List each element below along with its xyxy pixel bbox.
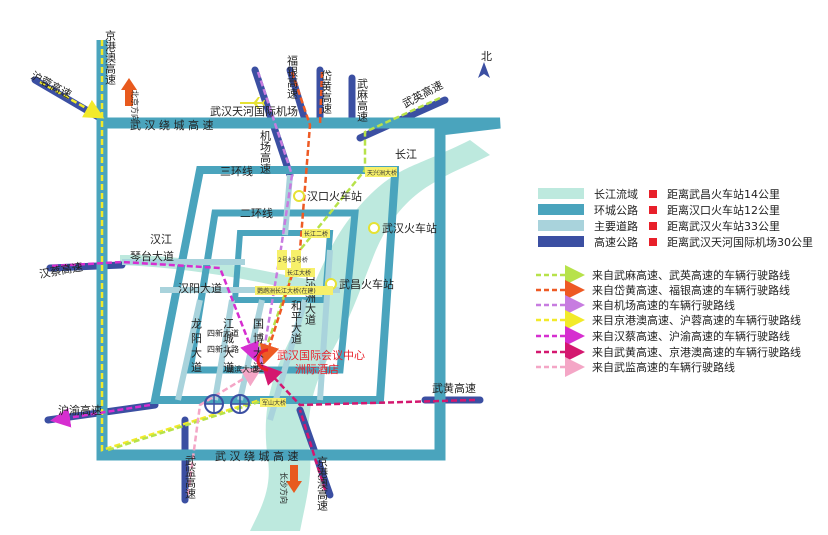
yangtze-river (250, 140, 490, 531)
route-legend-label-6: 来自武监高速的车辆行驶路线 (592, 360, 735, 374)
outer-ring-label-top: 武 汉 绕 城 高 速 (130, 118, 213, 132)
station-label-wuhan: 武汉火车站 (382, 221, 437, 235)
expressway-label-fuyin: 福银高速 (286, 54, 299, 99)
legend-distance-bullet-0 (649, 190, 657, 198)
legend-distance-bullet-1 (649, 206, 657, 214)
bridge-highlight-ring-north (277, 250, 287, 270)
hankou-station-icon (293, 190, 305, 202)
expressway-label-huyu: 沪渝高速 (58, 403, 102, 417)
legend-distance-2: 距离武汉火车站33公里 (667, 219, 780, 233)
road-label-hanyang: 汉阳大道 (178, 281, 222, 295)
legend-distance-1: 距离汉口火车站12公里 (667, 203, 780, 217)
road-label-baishazhou: 白沙洲大道 (304, 269, 317, 325)
route-legend-label-1: 来自岱黄高速、福银高速的车辆行驶路线 (592, 283, 790, 297)
legend-swatch-expressway (538, 236, 584, 247)
bridge-highlight-yingwuzhou (255, 286, 333, 295)
road-label-jiangcheng: 江 城 大 道 (222, 318, 235, 373)
legend-distance-0: 距离武昌火车站14公里 (667, 187, 780, 201)
bridge-highlight-ring-south (291, 250, 301, 270)
north-direction-arrow: 北京方向 (121, 78, 140, 122)
legend-label-ring: 环城公路 (594, 204, 638, 217)
road-label-hubin: 湖滨大道 (226, 364, 258, 374)
route-legend-label-5: 来自武黄高速、京港澳高速的车辆行驶路线 (592, 345, 801, 359)
station-label-airport: 武汉天河国际机场 (210, 104, 298, 118)
third-ring-label: 三环线 (220, 164, 253, 178)
wuhan-station-icon (368, 222, 380, 234)
south-direction-arrow: 长沙方向 (279, 465, 302, 504)
road-label-airport-expressway: 机场高速 (259, 129, 272, 174)
legend-distance-bullet-2 (649, 222, 657, 230)
station-label-wuchang: 武昌火车站 (339, 277, 394, 291)
airplane-icon (240, 97, 265, 109)
north-arrow-label: 北京方向 (130, 90, 140, 122)
legend-distance-3: 距离武汉天河国际机场30公里 (667, 235, 813, 249)
road-label-heping: 和平大道 (290, 300, 303, 344)
legend-distance-bullet-3 (649, 238, 657, 246)
expressway-label-wuma: 武麻高速 (356, 78, 369, 122)
expressway-label-daihuang: 岱黄高速 (320, 69, 333, 114)
bridge-highlight-junshan (260, 398, 286, 407)
route-legend-label-2: 来自机场高速的车辆行驶路线 (592, 298, 735, 312)
road-label-xinjie: 四新大道 (207, 328, 239, 338)
legend: 长江流域 环城公路 主要道路 高速公路 距离武昌火车站14公里 距离汉口火车站1… (536, 187, 813, 377)
road-label-longyang: 龙 阳 大 道 (190, 318, 203, 373)
road-label-changjiang: 长江 (395, 148, 417, 161)
hotel-name-line2: 洲际酒店 (295, 362, 339, 376)
bridge-label-tianxingzhou: 天兴洲大桥 (367, 169, 397, 177)
bridge-highlight-tianxingzhou (365, 167, 397, 177)
bridge-highlight-changjiang-1 (285, 268, 315, 277)
bridge-label-erqi: 长江二桥 (304, 230, 328, 238)
legend-swatch-ring (538, 204, 584, 215)
expressway-label-furong: 沪蓉高速 (29, 68, 74, 101)
route-legend-label-3: 来目京港澳高速、沪蓉高速的车辆行驶路线 (592, 313, 801, 327)
bridge-label-junshan: 军山大桥 (262, 399, 286, 407)
third-ring-road (150, 166, 399, 404)
north-compass (478, 62, 490, 78)
legend-label-river: 长江流域 (594, 187, 638, 201)
expressway-label-jinggangao-north: 京港澳高速 (104, 29, 117, 85)
bridge-label-yingwuzhou: 鹦鹉洲长江大桥(在建) (257, 287, 316, 295)
road-label-guobo: 国 博 大 道 (252, 318, 265, 373)
road-label-qintai: 琴台大道 (130, 249, 174, 263)
interchange-east (230, 394, 250, 414)
legend-swatch-main-road (538, 220, 584, 231)
bridge-label-ring-south: 3号桥 (292, 256, 308, 264)
compass-label: 北 (481, 50, 492, 63)
legend-label-main-road: 主要道路 (594, 219, 638, 233)
legend-label-expressway: 高速公路 (594, 235, 638, 249)
route-legend-label-4: 来自汉蔡高速、沪渝高速的车辆行驶路线 (592, 329, 790, 343)
expressway-label-wuhuang: 武黄高速 (432, 381, 476, 395)
route-legend (536, 265, 585, 377)
outer-ring-label-bottom: 武 汉 绕 城 高 速 (215, 449, 298, 463)
bridge-label-changjiang-1: 长江大桥 (287, 269, 311, 277)
road-label-hanjiang: 汉江 (150, 233, 172, 246)
legend-swatch-river (538, 188, 584, 199)
expressway-label-wujian: 武监高速 (184, 455, 197, 499)
bridge-highlight-erqi (302, 229, 330, 238)
hotel-name-line1: 武汉国际会议中心 (277, 349, 365, 362)
route-legend-label-0: 来自武麻高速、武英高速的车辆行驶路线 (592, 268, 790, 282)
second-ring-label: 二环线 (240, 206, 273, 220)
station-label-hankou: 汉口火车站 (307, 189, 362, 203)
expressway-label-jinggangao-south: 京港澳高速 (316, 455, 329, 511)
expressway-label-hancai: 汉蔡高速 (38, 260, 84, 281)
road-label-sixin: 四新北路 (207, 344, 239, 354)
bridge-label-ring-north: 2号桥 (278, 256, 294, 264)
interchange-west (204, 394, 224, 414)
hotel-marker-icon (256, 348, 269, 372)
south-arrow-label: 长沙方向 (279, 472, 289, 504)
